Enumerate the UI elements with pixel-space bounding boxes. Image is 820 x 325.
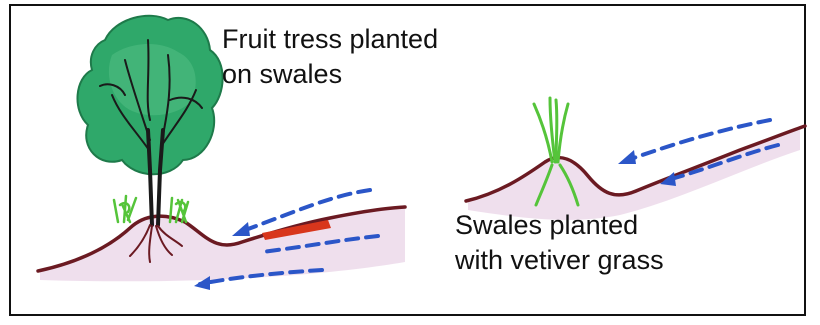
left-swale-profile	[38, 205, 405, 281]
right-soil-fill	[468, 128, 800, 220]
water-flow-arrow-right	[628, 120, 778, 180]
right-swale-profile	[466, 126, 805, 220]
fruit-tree-icon	[77, 16, 222, 262]
fruit-trees-label: Fruit tress planted on swales	[222, 22, 438, 92]
vetiver-swales-label: Swales planted with vetiver grass	[455, 208, 664, 278]
